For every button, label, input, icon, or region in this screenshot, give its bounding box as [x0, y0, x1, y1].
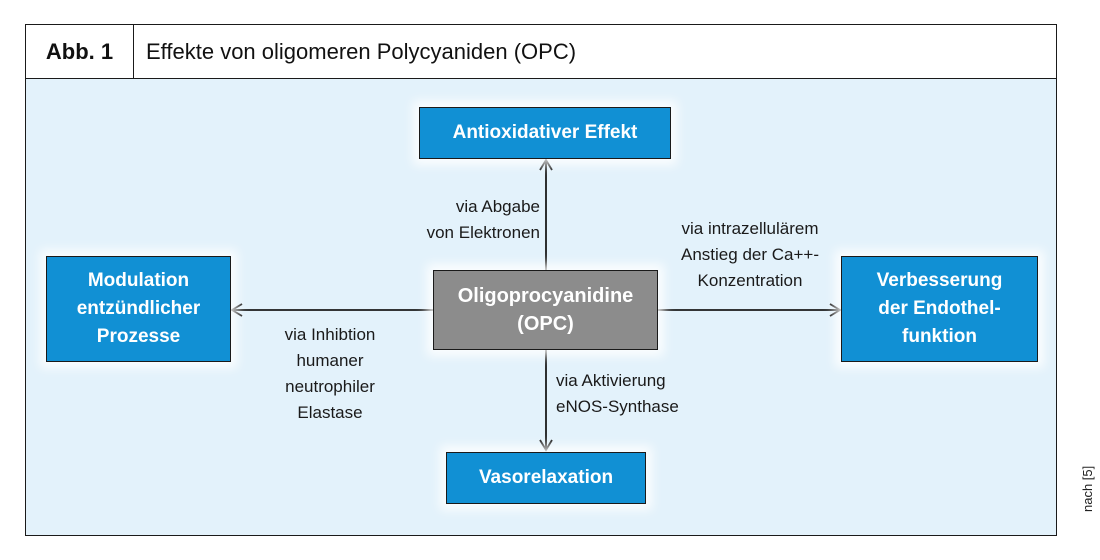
node-center-opc: Oligoprocyanidine (OPC): [433, 270, 658, 350]
node-antioxidative-effect: Antioxidativer Effekt: [419, 107, 671, 159]
node-bottom-label: Vasorelaxation: [478, 467, 614, 488]
node-top-label: Antioxidativer Effekt: [452, 122, 638, 143]
node-vasorelaxation: Vasorelaxation: [446, 452, 646, 504]
figure-title: Effekte von oligomeren Polycyaniden (OPC…: [146, 38, 577, 64]
source-credit: nach [5]: [1080, 465, 1095, 512]
figure-label: Abb. 1: [26, 25, 134, 78]
edge-label-right: via intrazellulärem Anstieg der Ca++- Ko…: [681, 219, 819, 290]
edge-label-left: via Inhibtion humaner neutrophiler Elast…: [284, 325, 376, 422]
node-endothelial-function: Verbesserung der Endothel- funktion: [841, 256, 1038, 362]
figure-header: Abb. 1 Effekte von oligomeren Polycyanid…: [26, 25, 1056, 79]
node-left-label: Modulation entzündlicher Prozesse: [76, 270, 201, 347]
node-right-label: Verbesserung der Endothel- funktion: [876, 270, 1003, 347]
node-inflammation-modulation: Modulation entzündlicher Prozesse: [46, 256, 231, 362]
edge-label-top: via Abgabe von Elektronen: [426, 197, 540, 242]
edge-label-bottom: via Aktivierung eNOS-Synthase: [556, 371, 679, 416]
node-center-label: Oligoprocyanidine (OPC): [457, 285, 634, 335]
